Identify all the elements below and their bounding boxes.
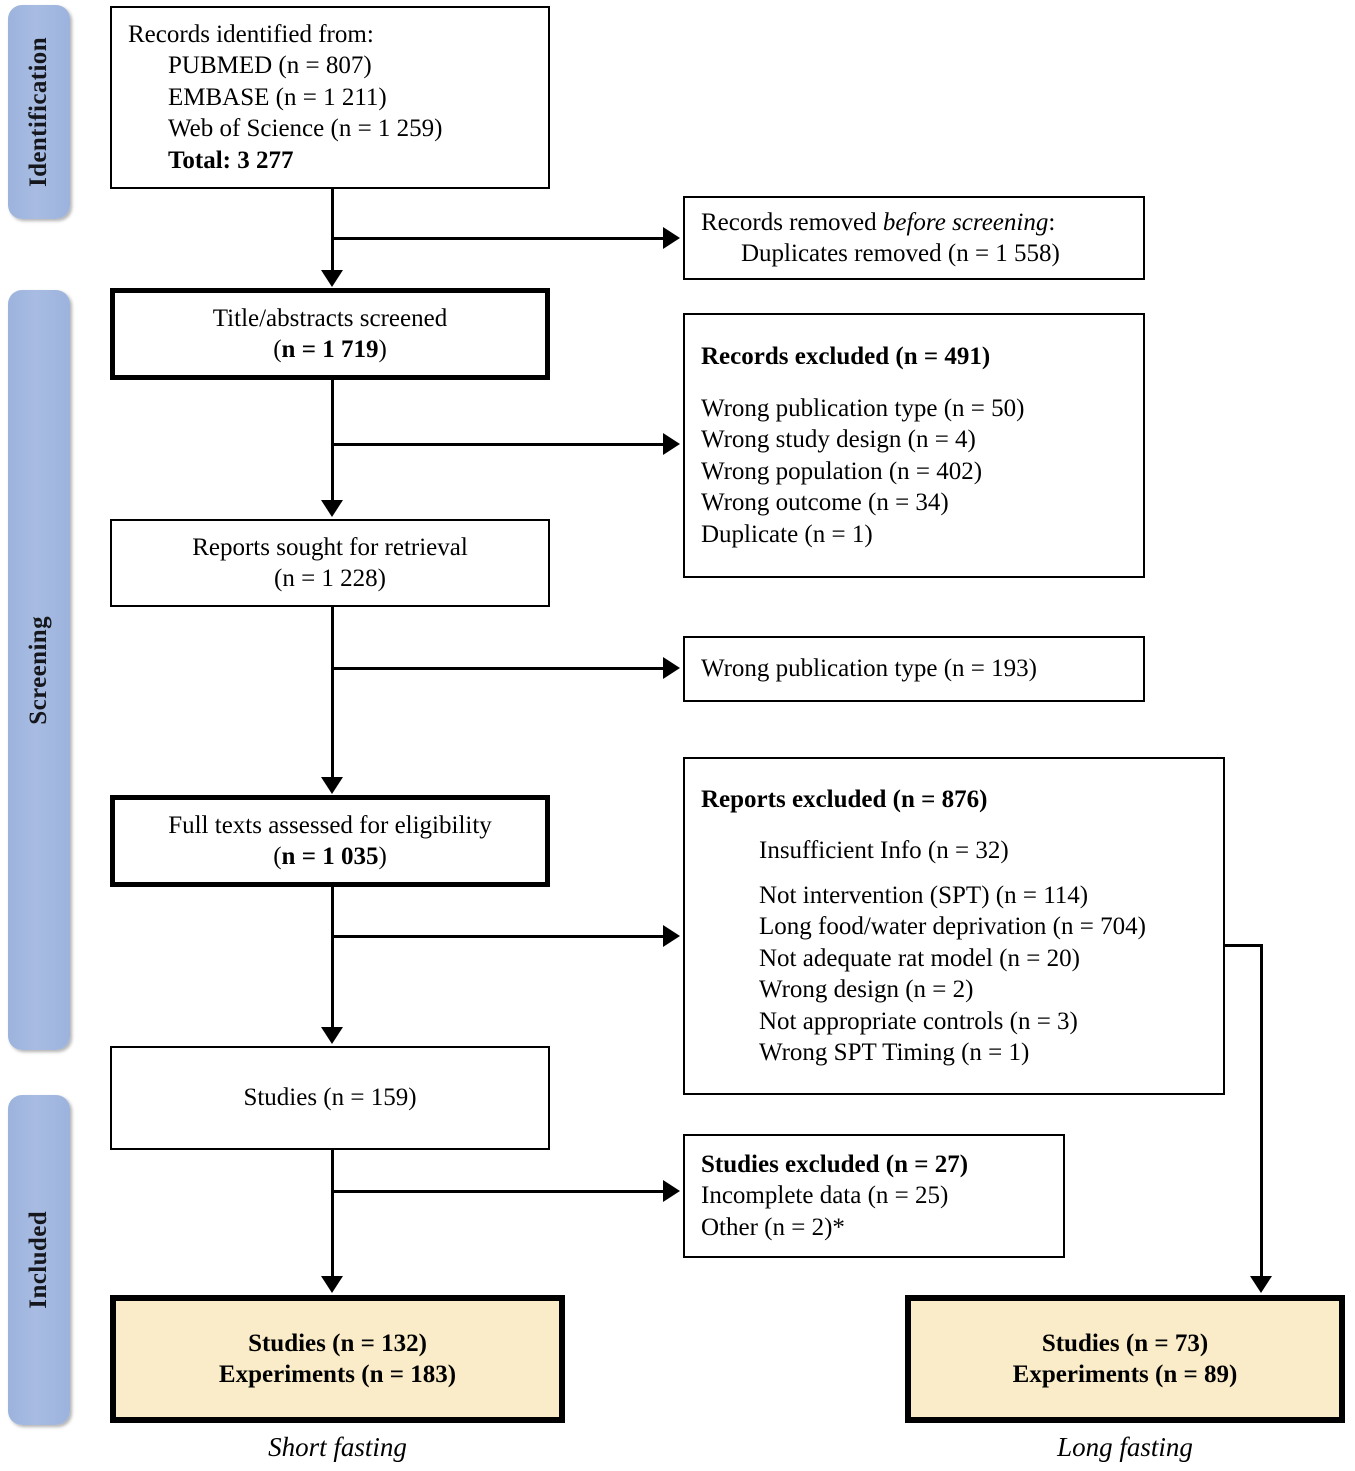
connector-reports-excluded-to-long-fasting-vertical	[1260, 944, 1263, 1278]
box-result-long-fasting: Studies (n = 73) Experiments (n = 89)	[905, 1295, 1345, 1423]
box-full-texts-assessed: Full texts assessed for eligibility (n =…	[110, 795, 550, 887]
box-studies-excluded: Studies excluded (n = 27) Incomplete dat…	[683, 1134, 1065, 1258]
count-paren-close: )	[378, 336, 387, 363]
records-identified-total: Total: 3 277	[168, 146, 294, 174]
records-identified-source-wos: Web of Science (n = 1 259)	[168, 115, 443, 143]
connector-branch-to-wrong-publication-type	[331, 667, 665, 670]
reports-sought-count: (n = 1 228)	[274, 565, 386, 592]
records-excluded-reason: Wrong population (n = 402)	[701, 457, 983, 485]
long-fasting-experiments: Experiments (n = 89)	[1012, 1361, 1238, 1388]
short-fasting-studies: Studies (n = 132)	[248, 1329, 427, 1357]
connector-full-texts-to-studies-159	[331, 887, 334, 1029]
box-reports-excluded: Reports excluded (n = 876) Insufficient …	[683, 757, 1225, 1095]
records-excluded-reason: Wrong study design (n = 4)	[701, 426, 976, 453]
records-removed-prefix: Records removed	[701, 208, 883, 236]
caption-short-fasting: Short fasting	[268, 1432, 407, 1462]
arrowhead-down-to-short-fasting	[321, 1276, 343, 1293]
studies-excluded-reason: Other (n = 2)*	[701, 1213, 845, 1241]
records-removed-line1: Records removed before screening:	[701, 207, 1127, 239]
long-fasting-studies: Studies (n = 73)	[1041, 1329, 1209, 1357]
box-records-identified: Records identified from: PUBMED (n = 807…	[110, 6, 550, 189]
records-excluded-reason: Wrong publication type (n = 50)	[701, 394, 1025, 422]
phase-label-included: Included	[25, 1211, 52, 1309]
arrowhead-down-to-studies-159	[321, 1027, 343, 1044]
records-removed-duplicates: Duplicates removed (n = 1 558)	[741, 240, 1060, 267]
arrowhead-right-to-studies-excluded	[663, 1180, 680, 1202]
connector-branch-to-records-removed	[331, 237, 665, 240]
phase-band-included: Included	[8, 1095, 70, 1425]
phase-label-identification: Identification	[25, 36, 52, 188]
connector-identified-to-screened	[331, 189, 334, 272]
count-value: n = 1 035	[281, 843, 379, 870]
arrowhead-right-to-records-removed	[663, 227, 680, 249]
connector-branch-to-records-excluded	[331, 443, 665, 446]
reports-excluded-reason: Not adequate rat model (n = 20)	[759, 944, 1080, 972]
records-removed-emphasis: before screening	[882, 208, 1049, 236]
phase-label-screening: Screening	[25, 615, 52, 725]
reports-excluded-heading: Reports excluded (n = 876)	[701, 785, 988, 813]
reports-excluded-reason: Wrong SPT Timing (n = 1)	[759, 1039, 1030, 1066]
spacer	[701, 373, 1127, 393]
count-paren-close: )	[378, 843, 387, 870]
box-result-short-fasting: Studies (n = 132) Experiments (n = 183)	[110, 1295, 565, 1423]
box-studies-159: Studies (n = 159)	[110, 1046, 550, 1150]
box-wrong-publication-type: Wrong publication type (n = 193)	[683, 636, 1145, 702]
records-identified-heading: Records identified from:	[128, 20, 374, 48]
connector-branch-to-reports-excluded	[331, 935, 665, 938]
connector-reports-sought-to-full-texts	[331, 607, 334, 779]
phase-band-identification: Identification	[8, 5, 70, 219]
connector-studies-159-to-short-fasting	[331, 1150, 334, 1278]
records-excluded-reason: Duplicate (n = 1)	[701, 520, 873, 548]
spacer	[701, 815, 1207, 835]
connector-reports-excluded-to-long-fasting-horizontal	[1223, 944, 1263, 947]
reports-sought-label: Reports sought for retrieval	[192, 533, 468, 561]
studies-159-text: Studies (n = 159)	[243, 1084, 417, 1112]
arrowhead-down-to-full-texts	[321, 777, 343, 794]
full-texts-count: (n = 1 035)	[273, 841, 387, 873]
wrong-publication-type-text: Wrong publication type (n = 193)	[701, 655, 1037, 683]
arrowhead-right-to-records-excluded	[663, 433, 680, 455]
short-fasting-experiments: Experiments (n = 183)	[218, 1361, 457, 1388]
arrowhead-down-to-screened	[321, 270, 343, 287]
box-title-abstracts-screened: Title/abstracts screened (n = 1 719)	[110, 288, 550, 380]
studies-excluded-heading: Studies excluded (n = 27)	[701, 1150, 969, 1178]
reports-excluded-reason: Not intervention (SPT) (n = 114)	[759, 881, 1089, 909]
spacer	[701, 867, 1207, 880]
reports-excluded-reason: Insufficient Info (n = 32)	[759, 837, 1009, 864]
studies-excluded-reason: Incomplete data (n = 25)	[701, 1182, 949, 1210]
arrowhead-right-to-reports-excluded	[663, 925, 680, 947]
reports-excluded-reason: Not appropriate controls (n = 3)	[759, 1007, 1078, 1035]
records-removed-colon: :	[1048, 208, 1056, 236]
records-excluded-reason: Wrong outcome (n = 34)	[701, 489, 949, 516]
records-identified-source-embase: EMBASE (n = 1 211)	[168, 83, 387, 111]
box-reports-sought-for-retrieval: Reports sought for retrieval (n = 1 228)	[110, 519, 550, 607]
caption-long-fasting: Long fasting	[1057, 1432, 1193, 1462]
title-abstracts-screened-count: (n = 1 719)	[273, 334, 387, 366]
records-identified-source-pubmed: PUBMED (n = 807)	[168, 52, 372, 80]
arrowhead-down-to-reports-sought	[321, 500, 343, 517]
count-value: n = 1 719	[281, 336, 379, 363]
full-texts-label: Full texts assessed for eligibility	[168, 811, 492, 839]
connector-screened-to-reports-sought	[331, 380, 334, 502]
title-abstracts-screened-label: Title/abstracts screened	[212, 304, 448, 332]
count-paren-open: (	[273, 336, 282, 363]
reports-excluded-reason: Wrong design (n = 2)	[759, 976, 974, 1003]
box-records-excluded: Records excluded (n = 491) Wrong publica…	[683, 313, 1145, 578]
arrowhead-right-to-wrong-publication-type	[663, 657, 680, 679]
connector-branch-to-studies-excluded	[331, 1190, 665, 1193]
phase-band-screening: Screening	[8, 290, 70, 1050]
count-paren-open: (	[273, 843, 282, 870]
box-records-removed-before-screening: Records removed before screening: Duplic…	[683, 196, 1145, 280]
reports-excluded-reason: Long food/water deprivation (n = 704)	[759, 913, 1146, 940]
arrowhead-down-to-long-fasting	[1250, 1276, 1272, 1293]
records-excluded-heading: Records excluded (n = 491)	[701, 343, 991, 370]
